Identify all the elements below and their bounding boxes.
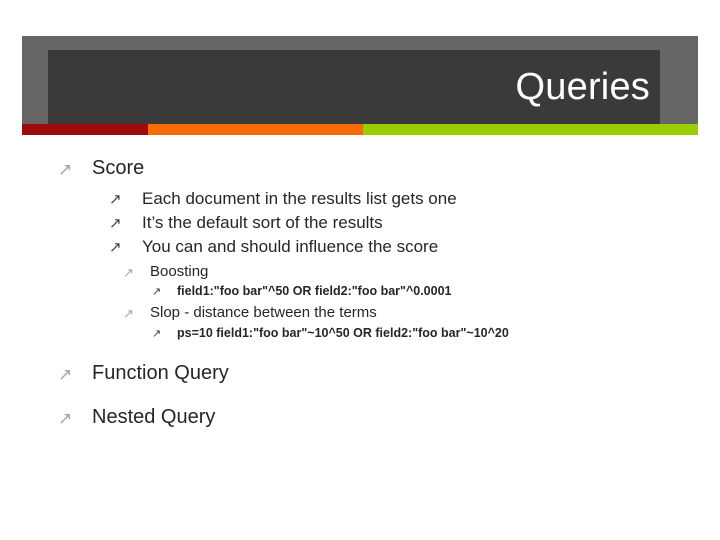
arrow-bullet-icon: ↗ — [152, 327, 162, 340]
query-example-code: field1:"foo bar"^50 OR field2:"foo bar"^… — [177, 284, 452, 298]
arrow-bullet-icon: ↗ — [123, 305, 134, 321]
arrow-bullet-icon: ↗ — [58, 365, 73, 384]
arrow-bullet-icon: ↗ — [109, 239, 122, 256]
outline-item-default-sort: ↗ It’s the default sort of the results — [0, 214, 720, 231]
outline-item-label: Boosting — [150, 263, 209, 280]
outline-item-label: Slop - distance between the terms — [150, 303, 377, 321]
outline-item-boosting: ↗ Boosting — [0, 264, 720, 279]
header-inner-band — [48, 50, 660, 124]
arrow-bullet-icon: ↗ — [58, 160, 73, 179]
outline-item-nested-query: ↗ Nested Query — [0, 407, 720, 427]
outline-item-label: It’s the default sort of the results — [142, 213, 383, 232]
outline-item-each-document: ↗ Each document in the results list gets… — [0, 190, 720, 207]
outline-item-label: Function Query — [92, 362, 229, 384]
outline-item-slop-example: ↗ ps=10 field1:"foo bar"~10^50 OR field2… — [0, 325, 720, 340]
accent-bar-green-segment — [363, 124, 698, 135]
arrow-bullet-icon: ↗ — [109, 191, 122, 208]
outline-item-label: You can and should influence the score — [142, 237, 439, 256]
page-title: Queries — [515, 66, 650, 108]
query-example-code: ps=10 field1:"foo bar"~10^50 OR field2:"… — [177, 325, 509, 340]
slide-body: ↗ Score ↗ Each document in the results l… — [0, 158, 720, 437]
outline-item-label: Nested Query — [92, 406, 216, 428]
arrow-bullet-icon: ↗ — [109, 215, 122, 232]
outline-item-boost-example: ↗ field1:"foo bar"^50 OR field2:"foo bar… — [0, 285, 720, 298]
accent-bar — [22, 124, 698, 135]
outline-item-label: Each document in the results list gets o… — [142, 189, 457, 208]
outline-item-function-query: ↗ Function Query — [0, 363, 720, 383]
accent-bar-orange-segment — [148, 124, 363, 135]
outline-item-label: Score — [92, 157, 145, 179]
outline-item-slop: ↗ Slop - distance between the terms — [0, 305, 720, 320]
outline-item-influence-score: ↗ You can and should influence the score — [0, 238, 720, 255]
accent-bar-red-segment — [22, 124, 148, 135]
outline-item-score: ↗ Score — [0, 158, 720, 178]
arrow-bullet-icon: ↗ — [123, 265, 134, 280]
arrow-bullet-icon: ↗ — [58, 409, 73, 428]
arrow-bullet-icon: ↗ — [152, 286, 162, 298]
